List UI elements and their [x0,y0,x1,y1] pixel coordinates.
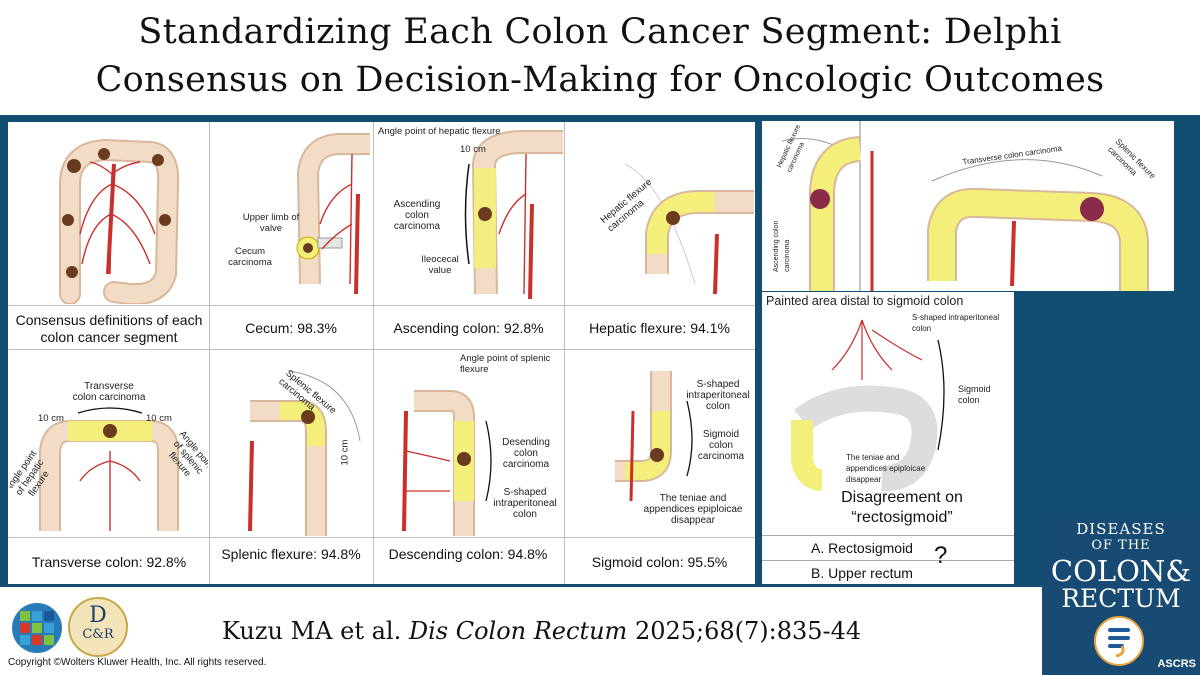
wolters-kluwer-logo [10,601,64,655]
descending-carcinoma-label: Desending colon carcinoma [494,437,558,470]
journal-line-2: OF THE [1042,538,1200,553]
top-ascending-label: Ascending colon carcinoma [771,192,793,272]
disagreement-text: Disagreement on “rectosigmoid” [802,488,1002,528]
option-a: A. Rectosigmoid [782,540,942,557]
ileocecal-label: Ileocecal value [410,254,470,276]
cecum-carcinoma-label: Cecum carcinoma [220,246,280,268]
transverse-diagram: Transverse colon carcinoma 10 cm 10 cm A… [10,351,208,536]
descending-diagram: Angle point of splenic flexure Desending… [374,351,563,536]
sigmoid-s-shaped-label: S-shaped intraperitoneal colon [912,312,1012,334]
journal-cover: DISEASES OF THE COLON& RECTUM ASCRS [1042,516,1200,675]
sigmoid-carcinoma-label: Sigmoid colon carcinoma [691,429,751,462]
full-colon-diagram [10,124,208,304]
citation: Kuzu MA et al. Dis Colon Rectum 2025;68(… [222,617,861,645]
s-shaped-label-2: S-shaped intraperitoneal colon [683,379,753,412]
flexure-margins-diagram: Hepatic flexure carcinoma Ascending colo… [762,121,1174,291]
caption-splenic: Splenic flexure: 94.8% [220,546,362,563]
disagreement-line-1: Disagreement on [802,488,1002,508]
splenic-flexure-diagram: Splenic flexure carcinoma 10 cm [210,351,372,536]
angle-hepatic-label: Angle point of hepatic flexure [378,126,558,137]
journal-line-1: DISEASES [1042,520,1200,538]
sigmoid-diagram: S-shaped intraperitoneal colon Sigmoid c… [565,351,754,536]
hepatic-flexure-diagram: Hepatic flexure carcinoma [565,124,754,304]
journal-icon [1094,616,1144,666]
caption-descending: Descending colon: 94.8% [388,546,548,563]
segment-grid: Upper limb of valve Cecum carcinoma Angl… [8,122,755,584]
ten-cm-label-2: 10 cm [38,413,74,424]
disagreement-line-2: “rectosigmoid” [802,508,1002,528]
ten-cm-label-1: 10 cm [460,144,490,155]
citation-authors: Kuzu MA et al. [222,617,409,645]
angle-splenic-top-label: Angle point of splenic flexure [460,353,560,375]
journal-society: ASCRS [1157,658,1196,670]
sigmoid-teniae-label: The teniae and appendices epiploicae dis… [846,452,926,485]
sigmoid-rectosigmoid-panel: Painted area distal to sigmoid colon S-s… [762,292,1014,584]
journal-line-3: COLON& [1042,554,1200,588]
slide-title: Standardizing Each Colon Cancer Segment:… [0,8,1200,104]
ten-cm-label-4: 10 cm [340,432,351,466]
caption-sigmoid: Sigmoid colon: 95.5% [565,554,754,571]
upper-limb-label: Upper limb of valve [240,212,302,234]
caption-consensus: Consensus definitions of each colon canc… [12,312,206,346]
citation-ref: 2025;68(7):835-44 [627,617,861,645]
citation-journal: Dis Colon Rectum [409,617,627,645]
teniae-label-1: The teniae and appendices epiploicae dis… [633,493,753,526]
sigmoid-heading: Painted area distal to sigmoid colon [766,294,1014,309]
dcr-seal-logo: D C&R [68,597,128,657]
ten-cm-label-3: 10 cm [146,413,182,424]
sigmoid-colon-label: Sigmoid colon [958,384,1008,406]
caption-transverse: Transverse colon: 92.8% [12,554,206,571]
caption-ascending: Ascending colon: 92.8% [374,320,563,337]
caption-hepatic: Hepatic flexure: 94.1% [565,320,754,337]
copyright-text: Copyright ©Wolters Kluwer Health, Inc. A… [8,657,266,668]
ascending-diagram: Angle point of hepatic flexure 10 cm Asc… [374,124,563,304]
title-line-2: Consensus on Decision-Making for Oncolog… [0,56,1200,104]
transverse-carcinoma-label: Transverse colon carcinoma [72,381,146,403]
question-mark: ? [934,542,947,570]
journal-line-4: RECTUM [1042,584,1200,613]
title-line-1: Standardizing Each Colon Cancer Segment:… [0,8,1200,56]
caption-cecum: Cecum: 98.3% [210,320,372,337]
ascending-carcinoma-label: Ascending colon carcinoma [382,199,452,232]
option-b: B. Upper rectum [782,565,942,582]
cecum-diagram: Upper limb of valve Cecum carcinoma [210,124,372,304]
s-shaped-label-1: S-shaped intraperitoneal colon [488,487,562,520]
